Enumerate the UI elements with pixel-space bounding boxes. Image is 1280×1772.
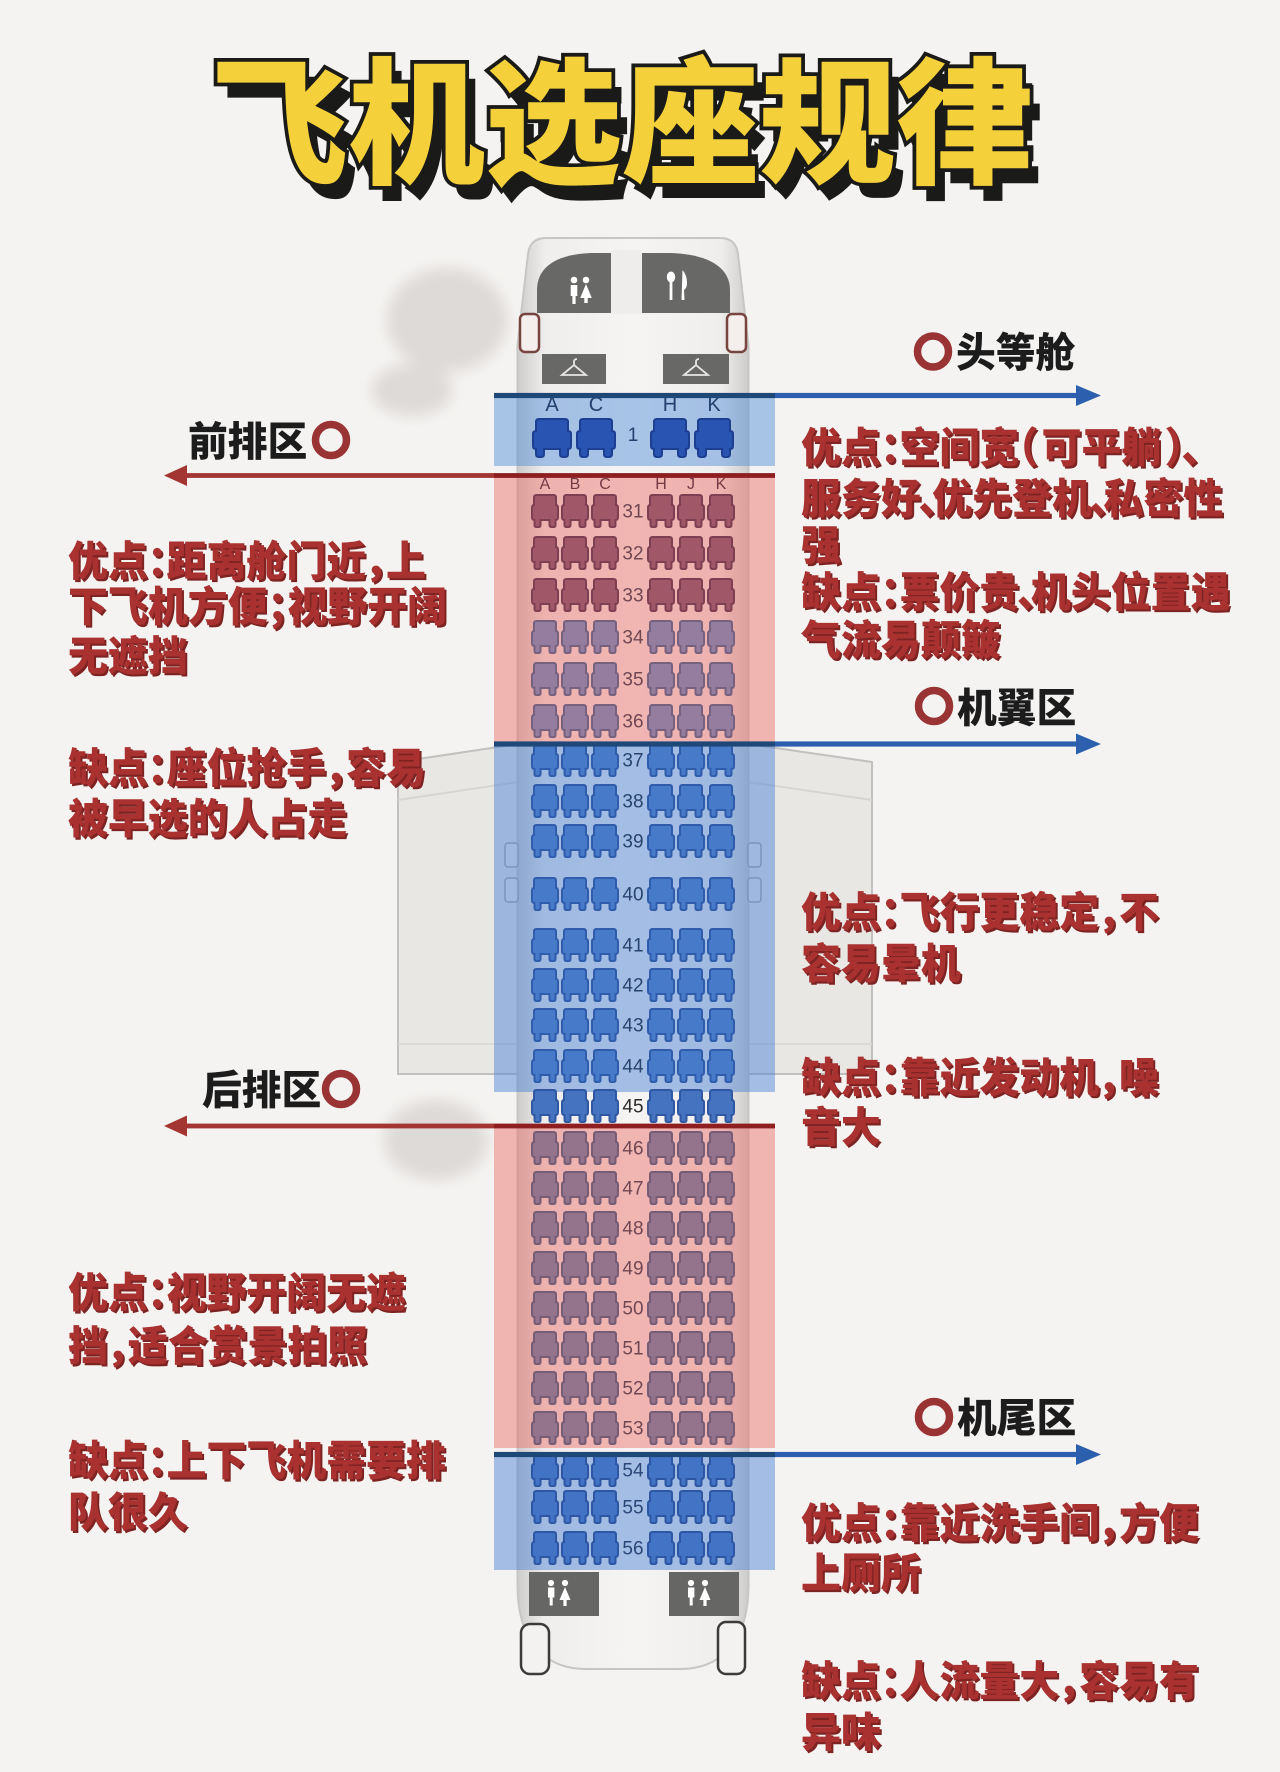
svg-text:44: 44 (622, 1057, 644, 1078)
svg-text:48: 48 (622, 1219, 643, 1240)
svg-text:40: 40 (622, 885, 643, 906)
svg-text:42: 42 (622, 976, 643, 997)
svg-text:33: 33 (622, 586, 643, 607)
svg-text:32: 32 (622, 544, 643, 565)
svg-text:45: 45 (622, 1097, 643, 1118)
svg-text:K: K (707, 394, 721, 416)
svg-text:56: 56 (622, 1539, 643, 1560)
svg-text:A: A (545, 394, 559, 416)
svg-text:H: H (663, 394, 677, 416)
svg-text:50: 50 (622, 1299, 643, 1320)
svg-text:34: 34 (622, 628, 644, 649)
svg-text:H: H (655, 476, 667, 493)
svg-text:31: 31 (622, 502, 643, 523)
svg-text:53: 53 (622, 1419, 643, 1440)
svg-text:1: 1 (628, 425, 639, 446)
svg-text:C: C (589, 394, 603, 416)
svg-text:55: 55 (622, 1498, 643, 1519)
svg-text:43: 43 (622, 1016, 643, 1037)
svg-text:51: 51 (622, 1339, 643, 1360)
svg-text:38: 38 (622, 792, 643, 813)
svg-text:K: K (716, 476, 727, 493)
svg-text:B: B (570, 476, 581, 493)
svg-text:J: J (687, 476, 695, 493)
svg-text:52: 52 (622, 1379, 643, 1400)
svg-text:39: 39 (622, 832, 643, 853)
svg-text:C: C (599, 476, 611, 493)
svg-text:49: 49 (622, 1259, 643, 1280)
svg-text:47: 47 (622, 1179, 643, 1200)
svg-text:36: 36 (622, 712, 643, 733)
svg-text:46: 46 (622, 1139, 643, 1160)
svg-text:41: 41 (622, 936, 643, 957)
svg-text:54: 54 (622, 1461, 644, 1482)
svg-text:A: A (540, 476, 551, 493)
svg-text:35: 35 (622, 670, 643, 691)
svg-text:37: 37 (622, 751, 643, 772)
